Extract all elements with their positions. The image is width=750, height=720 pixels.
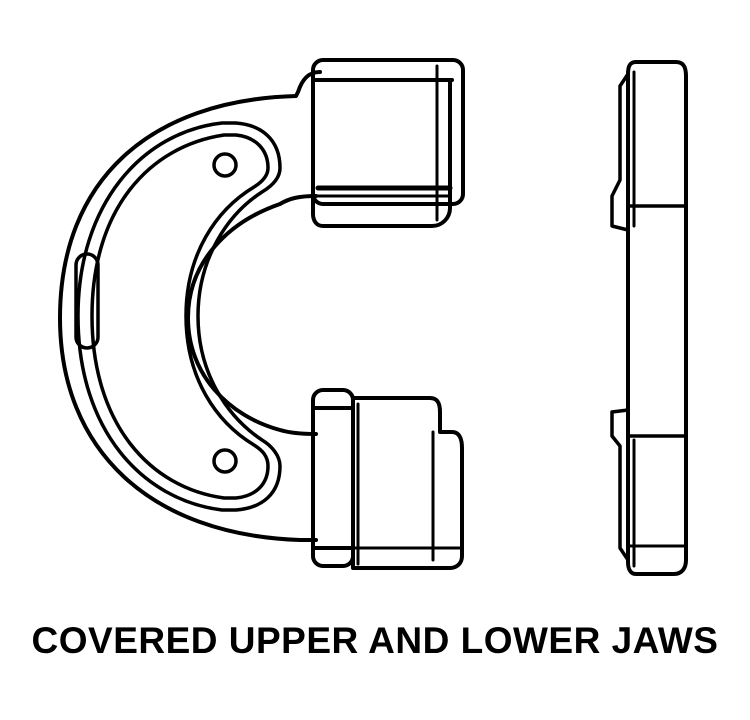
jaw-drawing <box>58 58 688 576</box>
lower-jaw-cover <box>311 388 464 570</box>
front-view <box>58 58 465 570</box>
lower-hole <box>212 448 238 474</box>
upper-jaw-cover <box>311 58 465 228</box>
side-view <box>610 60 688 576</box>
clamp-outer-body <box>58 70 322 542</box>
clamp-inner-mouth <box>186 194 318 436</box>
plate-outer-outline <box>76 121 282 512</box>
side-slot <box>74 252 100 350</box>
side-upper-cover <box>610 72 630 232</box>
side-lower-cover <box>610 408 630 562</box>
upper-hole <box>212 152 238 178</box>
plate-inner-outline <box>90 133 270 500</box>
diagram-caption: COVERED UPPER AND LOWER JAWS <box>31 620 719 661</box>
side-bar-outline <box>626 60 688 576</box>
